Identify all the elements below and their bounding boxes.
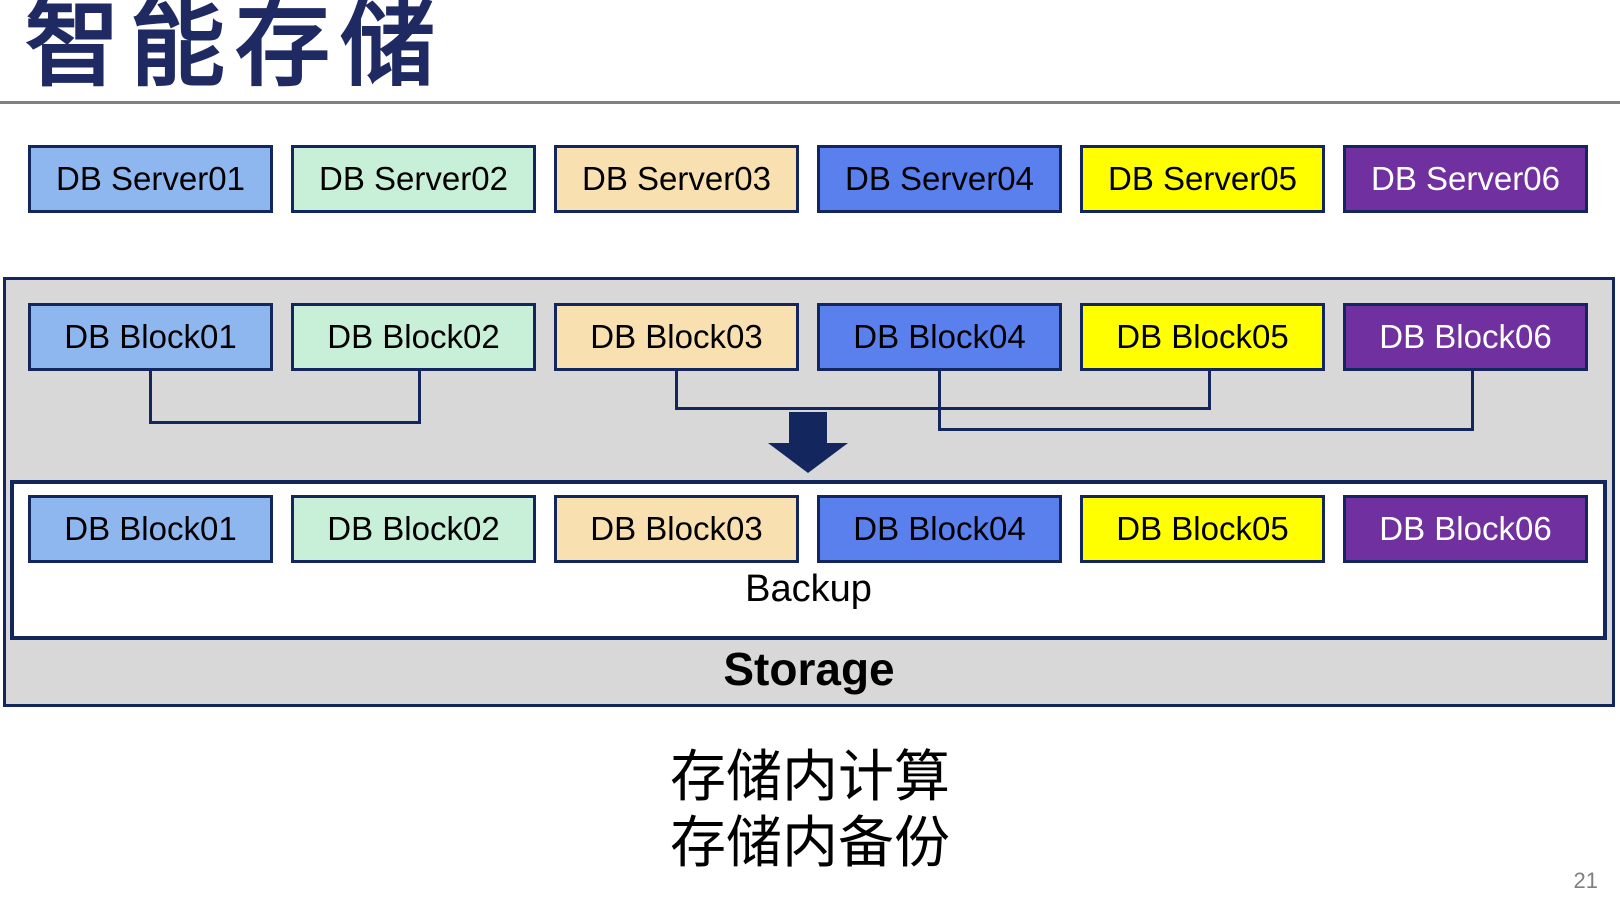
db-block-row-source: DB Block01 DB Block02 DB Block03 DB Block04… xyxy=(28,303,1588,371)
connector-block03-block05 xyxy=(675,371,1211,410)
db-block-box: DB Block06 xyxy=(1343,303,1588,371)
db-block-box: DB Block02 xyxy=(291,303,536,371)
db-server-row: DB Server01 DB Server02 DB Server03 DB Serv… xyxy=(28,145,1588,213)
db-block-box: DB Block05 xyxy=(1080,303,1325,371)
db-block-backup-box: DB Block02 xyxy=(291,495,536,563)
db-server-box: DB Server02 xyxy=(291,145,536,213)
db-block-box: DB Block04 xyxy=(817,303,1062,371)
db-block-box: DB Block03 xyxy=(554,303,799,371)
db-block-row-backup: DB Block01 DB Block02 DB Block03 DB Block04… xyxy=(28,495,1588,563)
backup-area xyxy=(10,480,1607,640)
down-arrow-head-icon xyxy=(768,443,848,473)
title-divider xyxy=(0,101,1620,104)
db-block-backup-box: DB Block06 xyxy=(1343,495,1588,563)
db-block-backup-box: DB Block05 xyxy=(1080,495,1325,563)
page-title: 智能存储 xyxy=(25,0,446,98)
page-number: 21 xyxy=(1573,868,1598,893)
caption-text: 存储内计算 存储内备份 xyxy=(0,744,1620,876)
db-server-box: DB Server01 xyxy=(28,145,273,213)
down-arrow-icon xyxy=(789,412,827,443)
db-server-box: DB Server03 xyxy=(554,145,799,213)
storage-label: Storage xyxy=(723,643,895,695)
db-server-box: DB Server05 xyxy=(1080,145,1325,213)
caption-line-1: 存储内计算 xyxy=(670,745,950,808)
db-block-box: DB Block01 xyxy=(28,303,273,371)
db-block-backup-box: DB Block01 xyxy=(28,495,273,563)
db-server-box: DB Server06 xyxy=(1343,145,1588,213)
db-server-box: DB Server04 xyxy=(817,145,1062,213)
caption-line-2: 存储内备份 xyxy=(670,811,950,874)
connector-block01-block02 xyxy=(149,371,421,424)
connector-block04-block06 xyxy=(938,371,1474,431)
backup-label: Backup xyxy=(745,568,872,610)
db-block-backup-box: DB Block04 xyxy=(817,495,1062,563)
db-block-backup-box: DB Block03 xyxy=(554,495,799,563)
